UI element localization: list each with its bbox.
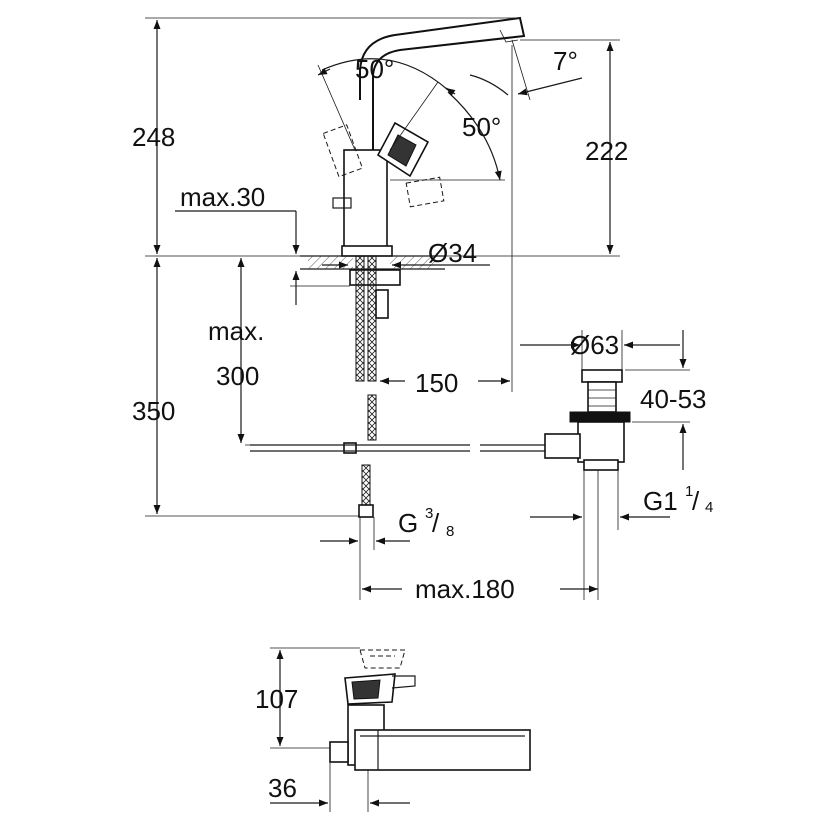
label-hose-length: 300	[216, 361, 259, 391]
svg-text:1: 1	[685, 483, 693, 500]
svg-text:3: 3	[425, 505, 433, 522]
faucet-side-view	[322, 16, 526, 257]
dimension-labels: 248 50° 50° 7° 222 max.30 Ø34 max. 300 3…	[132, 46, 713, 803]
label-deck-max: max.30	[180, 182, 265, 212]
label-angle-right: 50°	[462, 112, 501, 142]
label-thread-supply: G 3 / 8	[398, 505, 454, 540]
svg-text:G: G	[398, 508, 418, 538]
dimension-lines	[145, 17, 690, 600]
label-thread-waste: G1 1 / 4	[643, 483, 713, 516]
label-spout-height: 222	[585, 136, 628, 166]
spout	[359, 16, 526, 150]
svg-text:8: 8	[446, 523, 454, 540]
label-max-reach: max.180	[415, 574, 515, 604]
svg-text:G1: G1	[643, 486, 678, 516]
pop-up-rod	[250, 444, 560, 452]
lever-ghost-right	[405, 176, 445, 208]
label-top-height: 107	[255, 684, 298, 714]
label-spout-reach: 150	[415, 368, 458, 398]
waste-fitting	[544, 369, 631, 471]
svg-text:/: /	[432, 508, 440, 538]
label-waste-diameter: Ø63	[570, 330, 619, 360]
label-total-height: 248	[132, 122, 175, 152]
label-spout-angle: 7°	[553, 46, 578, 76]
svg-text:/: /	[692, 486, 700, 516]
label-hose-max: max.	[208, 316, 264, 346]
svg-text:4: 4	[705, 499, 713, 516]
top-view-dimensions	[270, 647, 410, 812]
label-hole-diameter: Ø34	[428, 238, 477, 268]
label-top-offset: 36	[268, 773, 297, 803]
label-angle-left: 50°	[355, 54, 394, 84]
label-waste-range: 40-53	[640, 384, 707, 414]
supply-hoses	[343, 255, 389, 518]
faucet-top-view	[329, 649, 531, 771]
label-below-deck: 350	[132, 396, 175, 426]
